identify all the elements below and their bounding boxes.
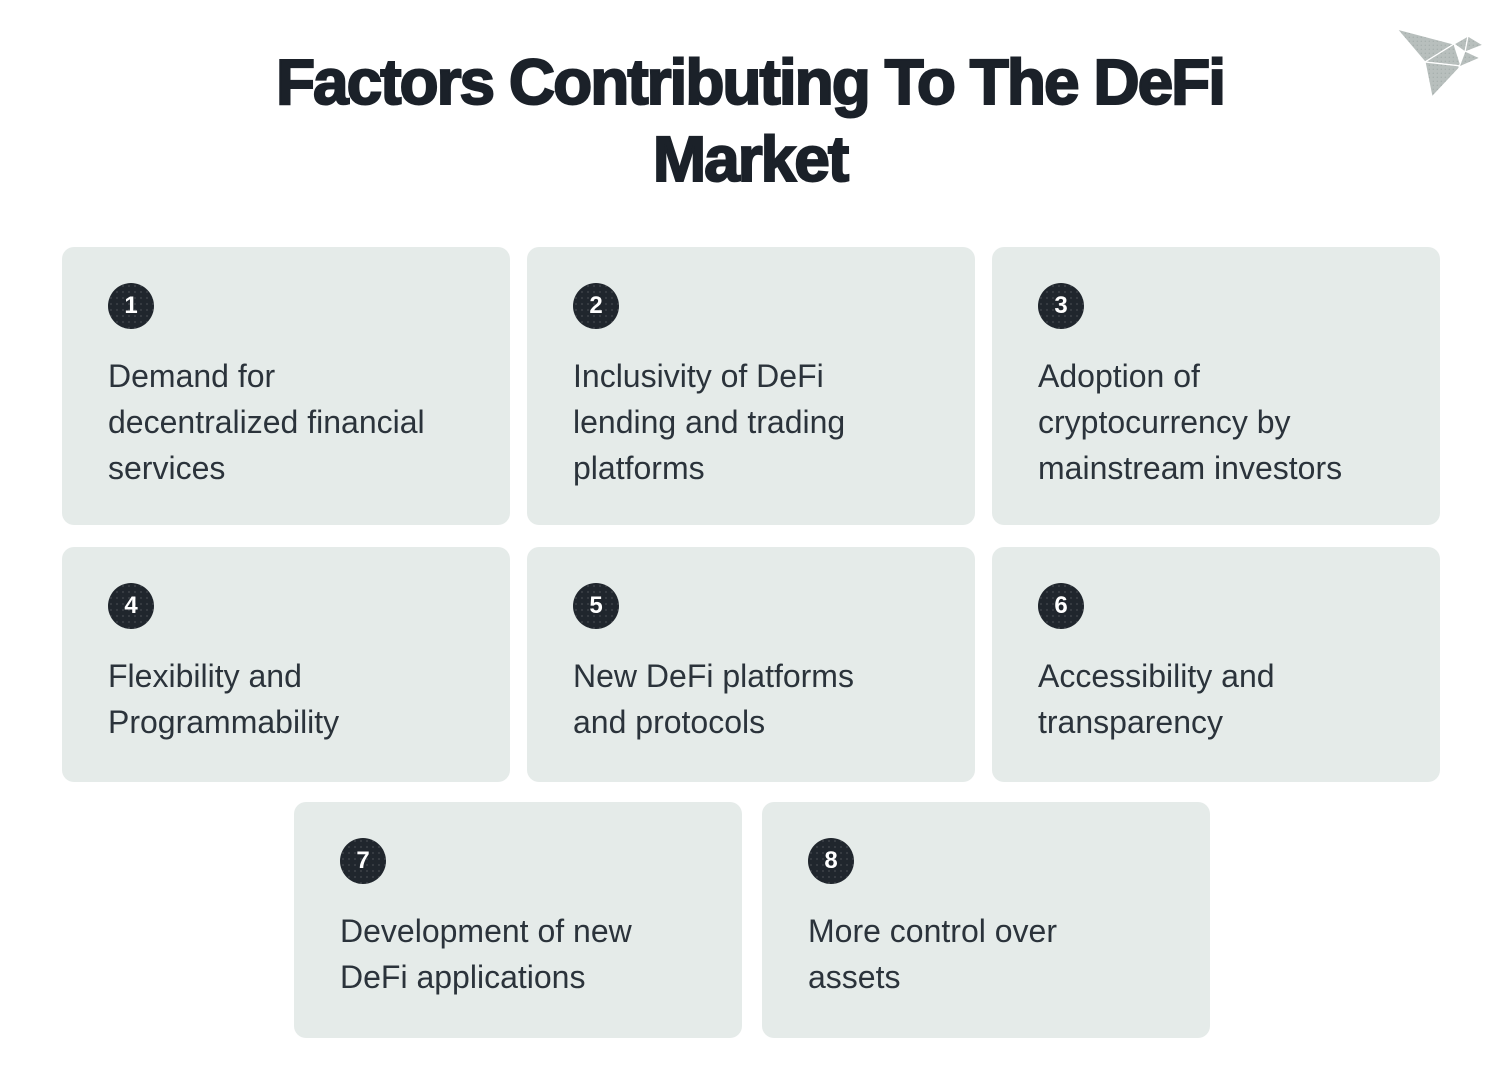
- origami-bird-icon: [1384, 20, 1490, 106]
- factor-number-badge: 2: [573, 283, 619, 329]
- factor-card-3: 3 Adoption of cryptocurrency by mainstre…: [992, 247, 1440, 525]
- factors-row-2: 4 Flexibility and Programmability 5 New …: [62, 547, 1440, 782]
- factor-number-badge: 4: [108, 583, 154, 629]
- factor-text: New DeFi platforms and protocols: [573, 658, 854, 740]
- factor-card-2: 2 Inclusivity of DeFi lending and tradin…: [527, 247, 975, 525]
- factor-text: Accessibility and transparency: [1038, 658, 1275, 740]
- factor-text: Development of new DeFi applications: [340, 913, 632, 995]
- factor-number-badge: 7: [340, 838, 386, 884]
- factor-card-5: 5 New DeFi platforms and protocols: [527, 547, 975, 782]
- factor-card-4: 4 Flexibility and Programmability: [62, 547, 510, 782]
- factor-card-7: 7 Development of new DeFi applications: [294, 802, 742, 1038]
- factor-text: Adoption of cryptocurrency by mainstream…: [1038, 358, 1343, 486]
- factor-number-badge: 5: [573, 583, 619, 629]
- factor-number-badge: 6: [1038, 583, 1084, 629]
- factor-number-badge: 3: [1038, 283, 1084, 329]
- factor-card-8: 8 More control over assets: [762, 802, 1210, 1038]
- factor-card-1: 1 Demand for decentralized financial ser…: [62, 247, 510, 525]
- page-title: Factors Contributing To The DeFi Market: [275, 45, 1227, 196]
- factor-text: Demand for decentralized financial servi…: [108, 358, 425, 486]
- factor-card-6: 6 Accessibility and transparency: [992, 547, 1440, 782]
- factor-number-badge: 8: [808, 838, 854, 884]
- factors-row-1: 1 Demand for decentralized financial ser…: [62, 247, 1440, 525]
- factor-text: Inclusivity of DeFi lending and trading …: [573, 358, 846, 486]
- factors-row-3: 7 Development of new DeFi applications 8…: [294, 802, 1210, 1038]
- factor-text: Flexibility and Programmability: [108, 658, 340, 740]
- factor-text: More control over assets: [808, 913, 1057, 995]
- factor-number-badge: 1: [108, 283, 154, 329]
